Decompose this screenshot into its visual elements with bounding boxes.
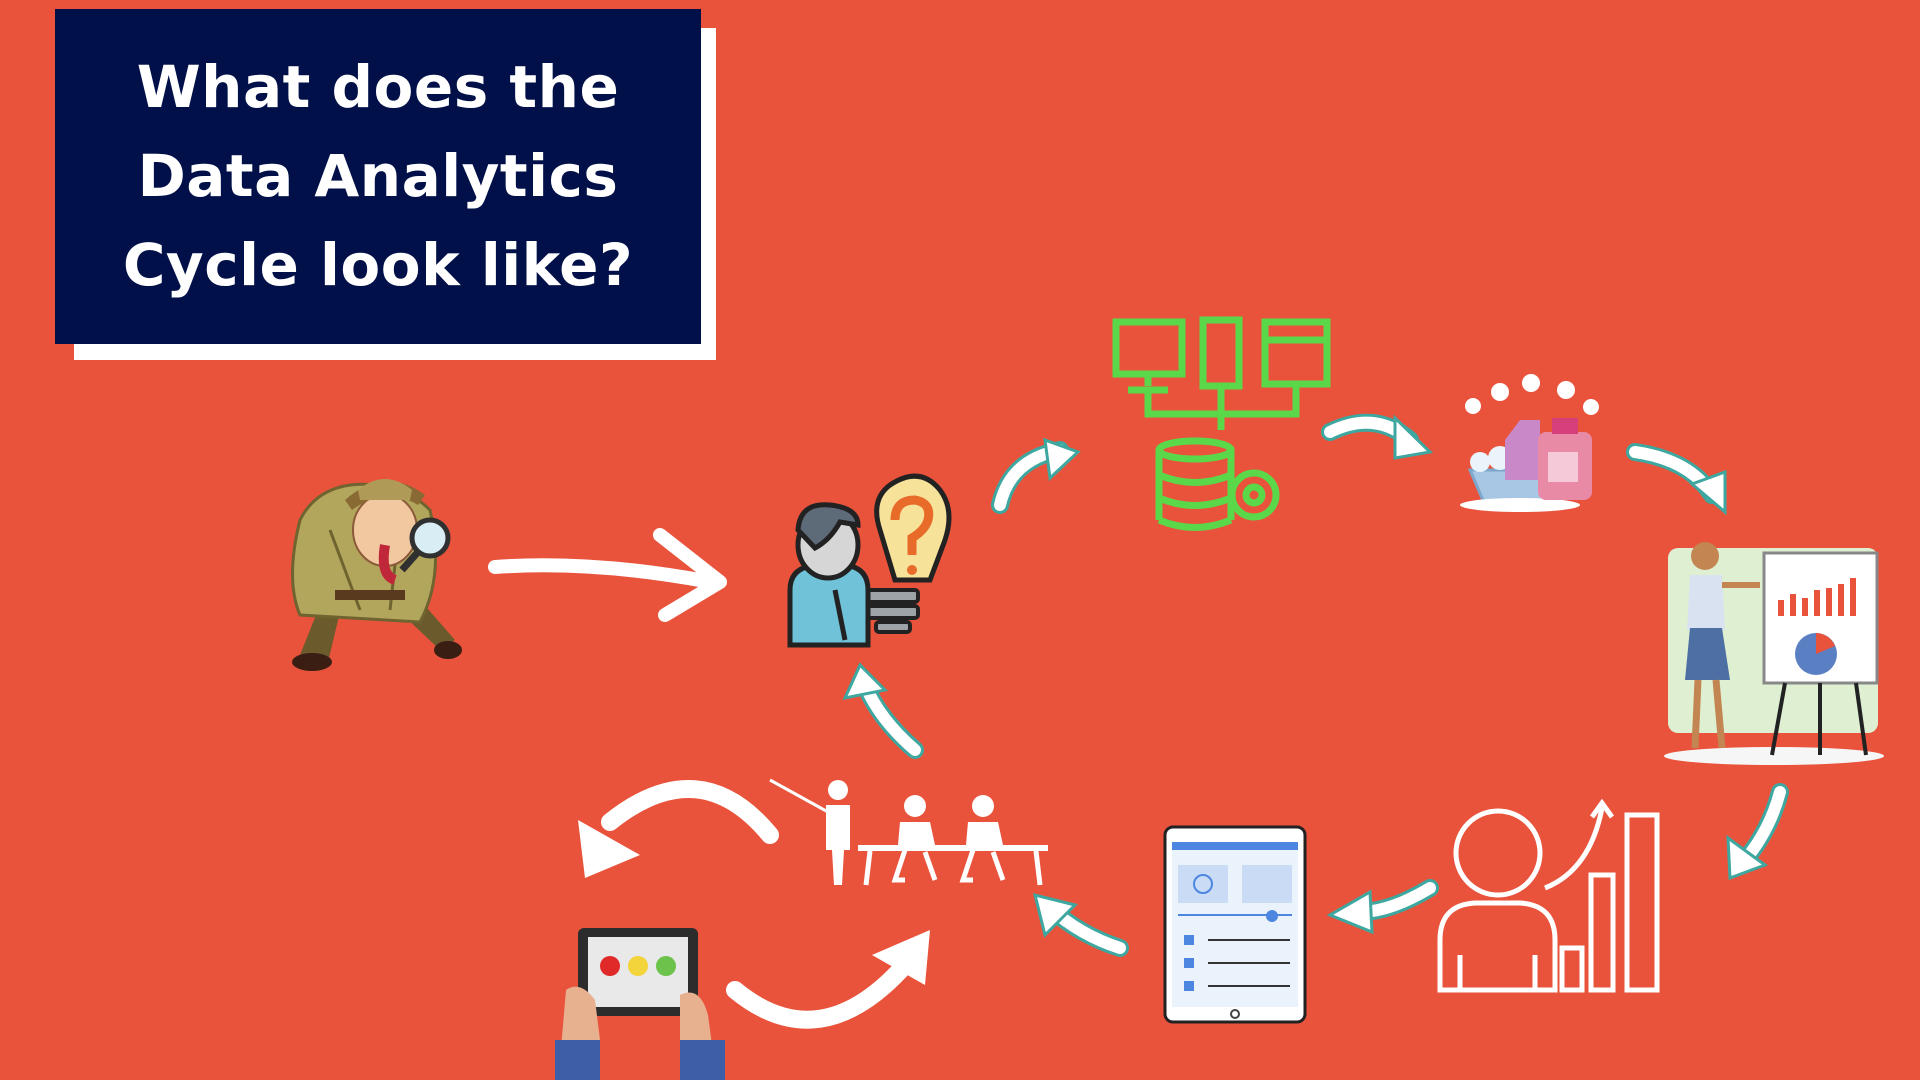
arrow-loop-to-feedback [578, 780, 779, 878]
title-box: What does the Data Analytics Cycle look … [55, 9, 701, 344]
arrow-to-data-collection [991, 437, 1081, 514]
question-lightbulb-icon [787, 473, 952, 648]
arrow-back-to-question [842, 662, 924, 759]
sad-face-icon [600, 956, 620, 976]
arrow-loop-to-team [726, 930, 930, 1029]
detective-icon [291, 479, 462, 671]
data-cleaning-icon [1460, 374, 1599, 512]
person-growth-icon [1437, 798, 1660, 993]
page-title: What does the Data Analytics Cycle look … [122, 53, 634, 299]
data-collection-icon [1112, 316, 1331, 531]
arrow-to-presentation [1626, 443, 1727, 516]
presentation-chart-icon [1664, 542, 1884, 765]
tablet-dashboard-icon [1163, 825, 1307, 1024]
arrow-to-team-meeting [1032, 892, 1129, 957]
happy-face-icon [656, 956, 676, 976]
arrow-to-growth [1726, 783, 1789, 881]
arrow-to-question [488, 528, 727, 622]
neutral-face-icon [628, 956, 648, 976]
arrow-to-dashboard [1326, 879, 1439, 935]
arrow-to-data-cleaning [1321, 413, 1434, 460]
team-meeting-icon [769, 778, 1048, 886]
feedback-tablet-icon [555, 928, 725, 1080]
